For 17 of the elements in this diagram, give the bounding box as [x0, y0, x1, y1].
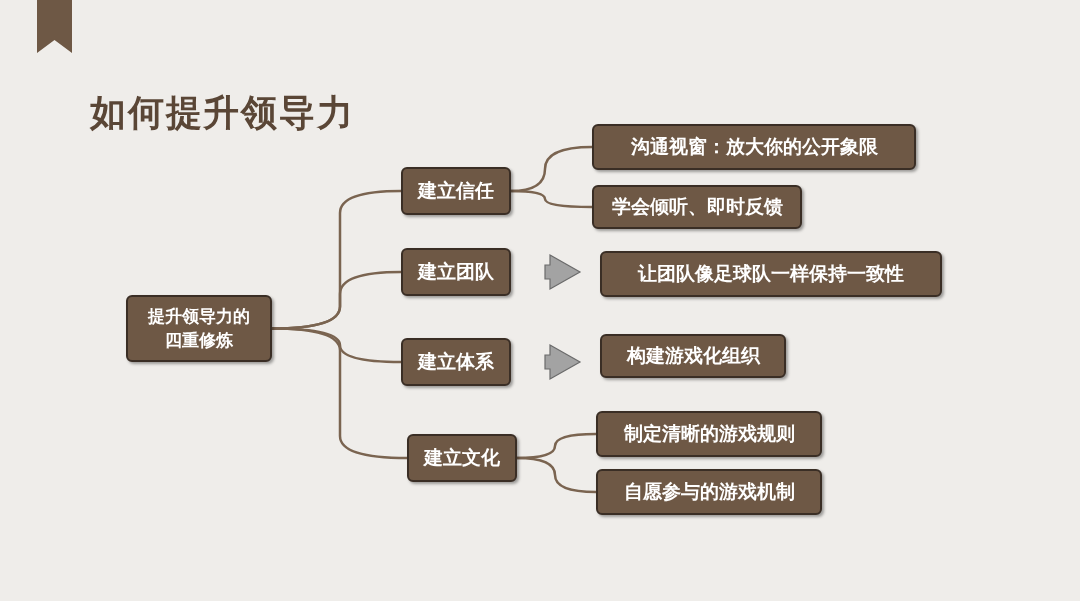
topic-box: 学会倾听、即时反馈 — [592, 185, 802, 229]
topic-box: 建立体系 — [401, 338, 511, 386]
brace-connector — [511, 189, 592, 209]
topic-box: 自愿参与的游戏机制 — [596, 469, 822, 515]
block-arrow — [544, 253, 582, 291]
topic-box: 提升领导力的四重修炼 — [126, 295, 272, 362]
block-arrow — [544, 343, 582, 381]
topic-box: 构建游戏化组织 — [600, 334, 786, 378]
title: 如何提升领导力 — [90, 91, 355, 135]
brace-connector — [272, 327, 407, 460]
topic-box: 建立团队 — [401, 248, 511, 296]
topic-box: 沟通视窗：放大你的公开象限 — [592, 124, 916, 170]
topic-box: 让团队像足球队一样保持一致性 — [600, 251, 942, 297]
brace-connector — [516, 456, 597, 494]
topic-box: 建立文化 — [407, 434, 517, 482]
topic-box: 制定清晰的游戏规则 — [596, 411, 822, 457]
topic-box: 建立信任 — [401, 167, 511, 215]
